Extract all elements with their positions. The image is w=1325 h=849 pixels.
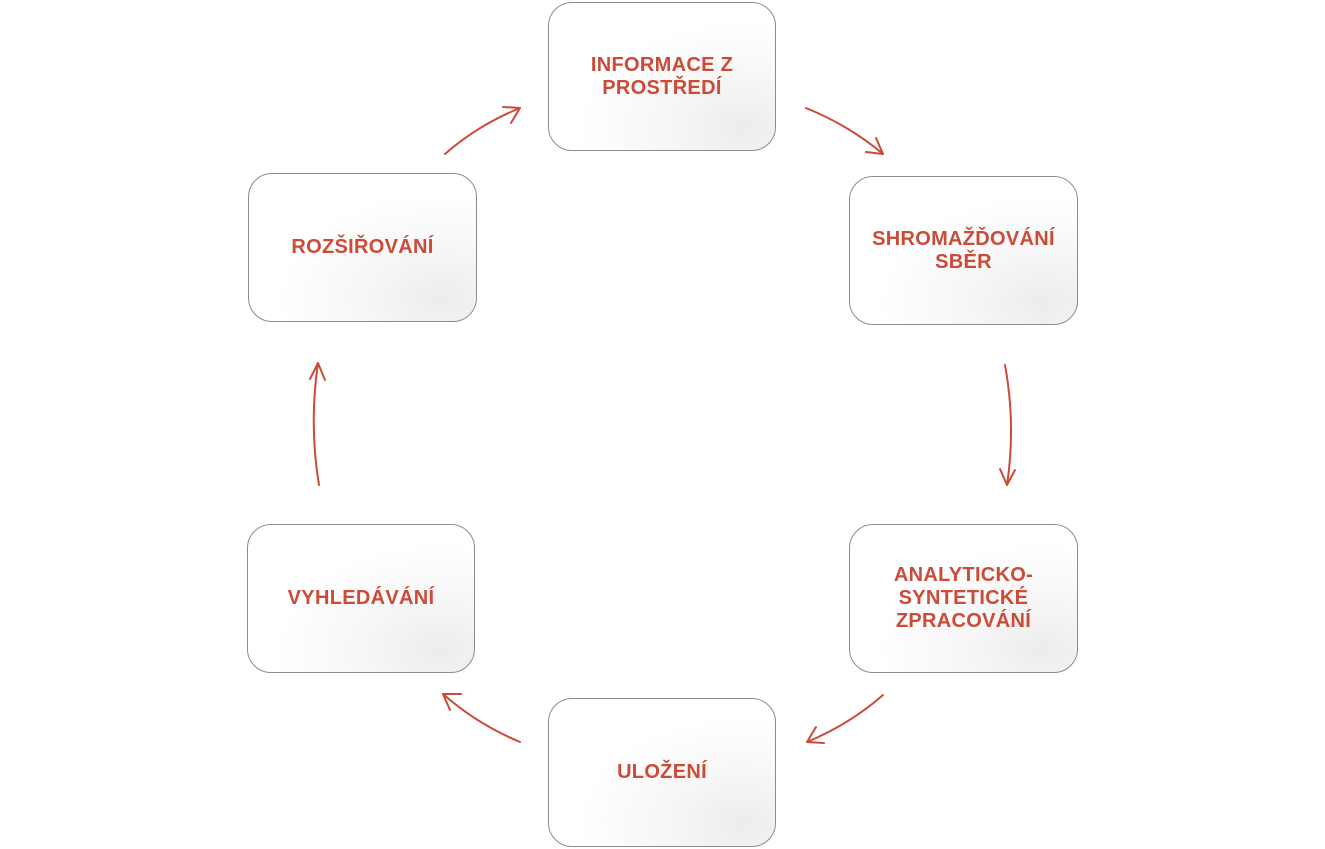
arrow-line [312,362,320,486]
arrow-analyticko-to-ulozeni [806,694,884,744]
node-ulozeni: ULOŽENÍ [548,698,776,847]
node-rozsirovani: ROZŠIŘOVÁNÍ [248,173,477,322]
arrow-line [1004,364,1013,486]
arrow-line [444,107,521,155]
arrow-line [442,693,521,743]
arrow-shromazdovani-to-analyticko [999,364,1016,486]
arrowhead [442,693,462,711]
node-label: ROZŠIŘOVÁNÍ [291,236,434,258]
arrowhead [999,468,1016,486]
node-analyticko-synteticke-zpracovani: ANALYTICKO- SYNTETICKÉ ZPRACOVÁNÍ [849,524,1078,673]
arrowhead [502,106,521,124]
arrowhead [806,726,825,744]
arrow-ulozeni-to-vyhledavani [442,693,521,743]
node-vyhledavani: VYHLEDÁVÁNÍ [247,524,475,673]
arrow-line [805,107,884,155]
arrow-vyhledavani-to-rozsirovani [309,362,326,486]
node-shromazdovani-sber: SHROMAŽĎOVÁNÍ SBĚR [849,176,1078,325]
node-informace-z-prostredi: INFORMACE Z PROSTŘEDÍ [548,2,776,151]
arrow-informace-to-shromazdovani [805,107,884,155]
node-label: ULOŽENÍ [617,761,707,783]
arrowhead [865,137,884,155]
node-label: VYHLEDÁVÁNÍ [287,587,435,609]
arrow-rozsirovani-to-informace [444,106,521,155]
node-label: ANALYTICKO- SYNTETICKÉ ZPRACOVÁNÍ [893,564,1034,632]
node-label: SHROMAŽĎOVÁNÍ SBĚR [872,227,1055,273]
arrow-line [806,694,884,743]
node-label: INFORMACE Z PROSTŘEDÍ [590,53,734,99]
arrowhead [309,362,326,381]
